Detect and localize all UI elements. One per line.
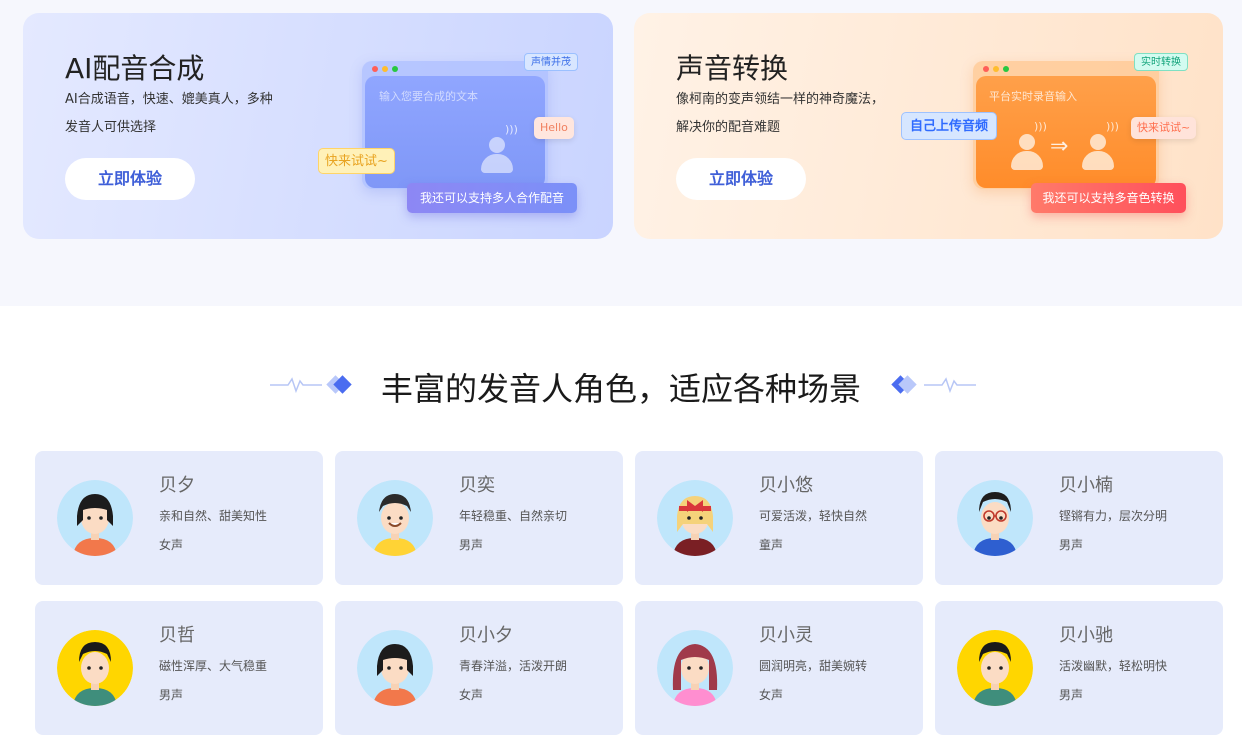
- text-input-placeholder: 输入您要合成的文本: [379, 90, 478, 103]
- upload-audio-bubble: 自己上传音频: [901, 112, 998, 140]
- card-description: 像柯南的变声领结一样的神奇魔法， 解决你的配音难题: [676, 86, 916, 142]
- card-title: 声音转换: [676, 52, 789, 85]
- speaker-card[interactable]: 贝奕年轻稳重、自然亲切男声: [335, 451, 623, 585]
- speaker-description: 青春洋溢，活泼开朗: [459, 659, 568, 673]
- recorder-window: [976, 76, 1156, 188]
- boy-smiling-avatar: [357, 480, 433, 556]
- speaker-card[interactable]: 贝小驰活泼幽默，轻松明快男声: [935, 601, 1223, 735]
- speaker-voice-type: 女声: [759, 688, 784, 702]
- recording-input-placeholder: 平台实时录音输入: [989, 90, 1077, 103]
- try-it-bubble: 快来试试~: [1131, 117, 1197, 139]
- source-person-icon: [1010, 134, 1044, 170]
- card-desc-line: 发音人可供选择: [65, 120, 157, 135]
- multi-timbre-banner: 我还可以支持多音色转换: [1031, 183, 1186, 213]
- multi-dubbing-banner: 我还可以支持多人合作配音: [407, 183, 577, 213]
- girl-short-hair-avatar: [357, 630, 433, 706]
- editor-window: [365, 76, 545, 188]
- left-wave-decoration-icon: [270, 375, 352, 394]
- speaker-name: 贝小驰: [1059, 625, 1113, 646]
- girl-short-hair-avatar: [57, 480, 133, 556]
- person-icon: [480, 137, 514, 173]
- speaker-description: 铿锵有力，层次分明: [1059, 509, 1168, 523]
- ai-dubbing-card: AI配音合成 AI合成语音，快速、媲美真人，多种 发音人可供选择 立即体验 输入…: [23, 13, 613, 239]
- sound-wave-icon: ))): [505, 123, 518, 136]
- speaker-voice-type: 女声: [459, 688, 484, 702]
- close-dot-icon: [372, 66, 378, 72]
- speaker-description: 亲和自然、甜美知性: [159, 509, 268, 523]
- card-description: AI合成语音，快速、媲美真人，多种 发音人可供选择: [65, 86, 305, 142]
- speaker-name: 贝夕: [159, 475, 195, 496]
- right-wave-decoration-icon: [891, 375, 976, 394]
- man-suit-avatar: [57, 630, 133, 706]
- realtime-tag: 实时转换: [1134, 53, 1188, 71]
- card-desc-line: AI合成语音，快速、媲美真人，多种: [65, 92, 273, 107]
- sound-wave-icon: ))): [1106, 120, 1119, 133]
- speaker-description: 圆润明亮，甜美婉转: [759, 659, 868, 673]
- speaker-voice-type: 男声: [1059, 538, 1084, 552]
- speaker-card[interactable]: 贝小夕青春洋溢，活泼开朗女声: [335, 601, 623, 735]
- hello-bubble: Hello: [534, 117, 574, 139]
- card-title: AI配音合成: [65, 52, 205, 85]
- target-person-icon: [1081, 134, 1115, 170]
- speaker-card[interactable]: 贝夕亲和自然、甜美知性女声: [35, 451, 323, 585]
- speaker-voice-type: 童声: [759, 538, 784, 552]
- window-dots: [983, 66, 1009, 72]
- speaker-description: 年轻稳重、自然亲切: [459, 509, 568, 523]
- speaker-name: 贝哲: [159, 625, 195, 646]
- maximize-dot-icon: [1003, 66, 1009, 72]
- card-desc-line: 像柯南的变声领结一样的神奇魔法，: [676, 92, 885, 107]
- sound-wave-icon: ))): [1034, 120, 1047, 133]
- speaker-voice-type: 女声: [159, 538, 184, 552]
- minimize-dot-icon: [382, 66, 388, 72]
- speaker-description: 磁性浑厚、大气稳重: [159, 659, 268, 673]
- speaker-name: 贝小夕: [459, 625, 513, 646]
- speaker-voice-type: 男声: [1059, 688, 1084, 702]
- section-title: 丰富的发音人角色，适应各种场景: [380, 370, 861, 408]
- voice-conversion-card: 声音转换 像柯南的变声领结一样的神奇魔法， 解决你的配音难题 立即体验 平台实时…: [634, 13, 1223, 239]
- window-dots: [372, 66, 398, 72]
- speaker-name: 贝小楠: [1059, 475, 1113, 496]
- speaker-card[interactable]: 贝小灵圆润明亮，甜美婉转女声: [635, 601, 923, 735]
- speaker-name: 贝小灵: [759, 625, 813, 646]
- try-now-button[interactable]: 立即体验: [65, 158, 195, 200]
- close-dot-icon: [983, 66, 989, 72]
- speaker-voice-type: 男声: [459, 538, 484, 552]
- man-suit-avatar: [957, 630, 1033, 706]
- try-it-bubble: 快来试试~: [318, 148, 395, 174]
- speaker-description: 可爱活泼，轻快自然: [759, 509, 868, 523]
- card-desc-line: 解决你的配音难题: [676, 120, 781, 135]
- minimize-dot-icon: [993, 66, 999, 72]
- speaker-name: 贝小悠: [759, 475, 813, 496]
- try-now-button[interactable]: 立即体验: [676, 158, 806, 200]
- convert-arrow-icon: ⇒: [1050, 134, 1069, 159]
- speaker-card[interactable]: 贝小悠可爱活泼，轻快自然童声: [635, 451, 923, 585]
- emotion-tag: 声情并茂: [524, 53, 578, 71]
- man-glasses-avatar: [957, 480, 1033, 556]
- child-bow-avatar: [657, 480, 733, 556]
- girl-long-hair-avatar: [657, 630, 733, 706]
- speaker-card[interactable]: 贝哲磁性浑厚、大气稳重男声: [35, 601, 323, 735]
- maximize-dot-icon: [392, 66, 398, 72]
- speaker-description: 活泼幽默，轻松明快: [1059, 659, 1168, 673]
- speaker-card[interactable]: 贝小楠铿锵有力，层次分明男声: [935, 451, 1223, 585]
- speaker-name: 贝奕: [459, 475, 495, 496]
- speaker-voice-type: 男声: [159, 688, 184, 702]
